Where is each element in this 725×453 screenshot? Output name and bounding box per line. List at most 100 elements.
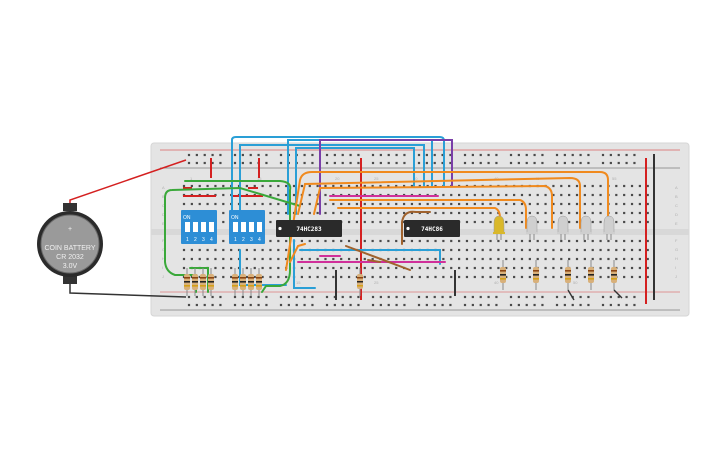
breadboard-hole[interactable] xyxy=(473,211,476,215)
breadboard-hole[interactable] xyxy=(463,295,467,299)
breadboard-hole[interactable] xyxy=(279,303,283,307)
breadboard-hole[interactable] xyxy=(211,295,214,299)
breadboard-hole[interactable] xyxy=(591,184,594,188)
breadboard-hole[interactable] xyxy=(552,239,555,243)
breadboard-hole[interactable] xyxy=(489,257,492,261)
breadboard-hole[interactable] xyxy=(363,266,366,270)
breadboard-hole[interactable] xyxy=(489,220,492,224)
breadboard-hole[interactable] xyxy=(513,211,516,215)
breadboard-hole[interactable] xyxy=(230,266,233,270)
breadboard-hole[interactable] xyxy=(541,303,544,307)
breadboard-hole[interactable] xyxy=(449,295,452,299)
breadboard-hole[interactable] xyxy=(347,211,351,215)
breadboard-hole[interactable] xyxy=(450,202,453,206)
breadboard-hole[interactable] xyxy=(528,248,531,252)
breadboard-hole[interactable] xyxy=(513,248,516,252)
breadboard-hole[interactable] xyxy=(489,248,492,252)
breadboard-hole[interactable] xyxy=(311,303,314,307)
breadboard-hole[interactable] xyxy=(402,239,406,243)
resistor-lead[interactable] xyxy=(567,289,575,301)
breadboard-hole[interactable] xyxy=(285,257,288,261)
breadboard-hole[interactable] xyxy=(583,202,586,206)
breadboard-hole[interactable] xyxy=(479,295,482,299)
wire-brown[interactable] xyxy=(367,259,381,263)
breadboard-hole[interactable] xyxy=(269,211,272,215)
breadboard-hole[interactable] xyxy=(269,248,272,252)
breadboard-hole[interactable] xyxy=(450,257,453,261)
breadboard-hole[interactable] xyxy=(442,193,445,197)
breadboard-hole[interactable] xyxy=(479,161,482,165)
breadboard-hole[interactable] xyxy=(449,303,452,307)
breadboard-hole[interactable] xyxy=(615,193,618,197)
breadboard-hole[interactable] xyxy=(505,202,508,206)
breadboard-hole[interactable] xyxy=(609,295,612,299)
breadboard-hole[interactable] xyxy=(587,295,590,299)
dip-switch-a[interactable]: ON 1 2 3 4 xyxy=(181,210,217,244)
breadboard-hole[interactable] xyxy=(222,239,225,243)
breadboard-hole[interactable] xyxy=(233,161,237,165)
breadboard-hole[interactable] xyxy=(568,211,571,215)
breadboard-hole[interactable] xyxy=(623,220,626,224)
breadboard-hole[interactable] xyxy=(332,275,335,279)
breadboard-hole[interactable] xyxy=(379,303,382,307)
breadboard-hole[interactable] xyxy=(303,295,306,299)
breadboard-hole[interactable] xyxy=(300,184,303,188)
breadboard-hole[interactable] xyxy=(182,202,186,206)
breadboard-hole[interactable] xyxy=(571,161,574,165)
breadboard-hole[interactable] xyxy=(402,275,406,279)
breadboard-hole[interactable] xyxy=(253,202,256,206)
breadboard-hole[interactable] xyxy=(465,211,469,215)
breadboard-hole[interactable] xyxy=(646,257,649,261)
breadboard-hole[interactable] xyxy=(552,220,555,224)
breadboard-hole[interactable] xyxy=(638,184,641,188)
breadboard-hole[interactable] xyxy=(395,161,398,165)
breadboard-hole[interactable] xyxy=(214,184,217,188)
breadboard-hole[interactable] xyxy=(211,153,214,157)
breadboard-hole[interactable] xyxy=(599,248,602,252)
breadboard-hole[interactable] xyxy=(617,295,620,299)
breadboard-hole[interactable] xyxy=(541,295,544,299)
breadboard-hole[interactable] xyxy=(371,220,374,224)
led[interactable] xyxy=(493,215,505,240)
breadboard-hole[interactable] xyxy=(458,248,461,252)
breadboard-hole[interactable] xyxy=(625,303,628,307)
breadboard-hole[interactable] xyxy=(489,266,492,270)
breadboard-hole[interactable] xyxy=(387,275,390,279)
breadboard-hole[interactable] xyxy=(316,239,319,243)
breadboard-hole[interactable] xyxy=(544,257,547,261)
dip-toggle[interactable] xyxy=(233,222,238,232)
breadboard-hole[interactable] xyxy=(332,211,335,215)
resistor[interactable] xyxy=(248,268,254,296)
breadboard-hole[interactable] xyxy=(458,239,461,243)
breadboard-hole[interactable] xyxy=(591,211,594,215)
breadboard-hole[interactable] xyxy=(425,295,428,299)
breadboard-hole[interactable] xyxy=(300,257,303,261)
breadboard-hole[interactable] xyxy=(357,153,360,157)
breadboard-hole[interactable] xyxy=(575,202,579,206)
breadboard-hole[interactable] xyxy=(575,257,579,261)
output-resistors[interactable] xyxy=(500,260,623,301)
breadboard-hole[interactable] xyxy=(528,266,531,270)
breadboard-hole[interactable] xyxy=(418,275,421,279)
resistor[interactable] xyxy=(240,268,246,296)
breadboard-hole[interactable] xyxy=(450,275,453,279)
breadboard-hole[interactable] xyxy=(249,153,252,157)
breadboard-hole[interactable] xyxy=(387,295,390,299)
breadboard-hole[interactable] xyxy=(481,257,484,261)
breadboard-hole[interactable] xyxy=(379,275,382,279)
breadboard-hole[interactable] xyxy=(599,202,602,206)
breadboard-hole[interactable] xyxy=(434,211,437,215)
breadboard-hole[interactable] xyxy=(458,193,461,197)
breadboard-hole[interactable] xyxy=(525,303,528,307)
breadboard-hole[interactable] xyxy=(190,257,193,261)
breadboard-hole[interactable] xyxy=(638,248,641,252)
breadboard-hole[interactable] xyxy=(357,295,360,299)
breadboard-hole[interactable] xyxy=(479,153,482,157)
breadboard-hole[interactable] xyxy=(646,211,649,215)
breadboard-hole[interactable] xyxy=(277,211,280,215)
breadboard-hole[interactable] xyxy=(219,161,222,165)
resistor[interactable] xyxy=(184,268,190,296)
breadboard-hole[interactable] xyxy=(630,239,634,243)
breadboard-hole[interactable] xyxy=(563,161,566,165)
breadboard-hole[interactable] xyxy=(505,275,508,279)
